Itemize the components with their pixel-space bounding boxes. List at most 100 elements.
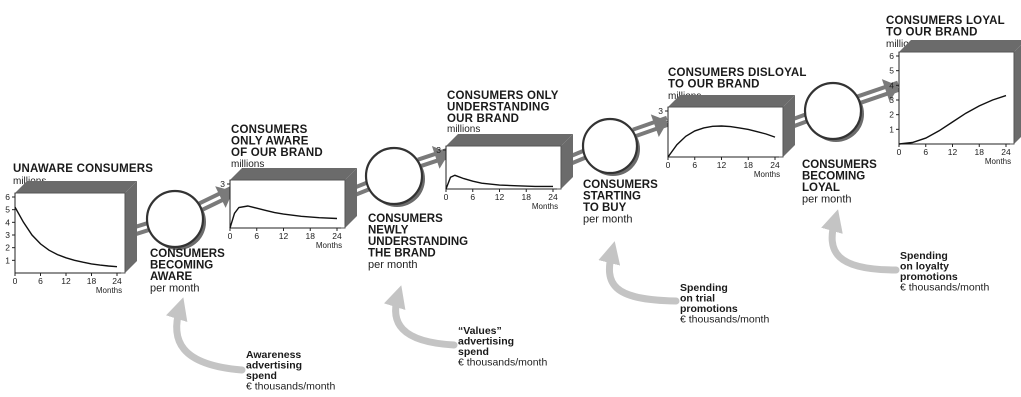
pipe-in-3 (417, 146, 451, 169)
spend-label-line: promotions (900, 271, 958, 283)
x-tick-label: 0 (228, 231, 233, 241)
stock-curve (667, 125, 776, 158)
y-tick-label: 5 (5, 205, 10, 215)
stock-title-line: UNAWARE CONSUMERS (13, 163, 153, 175)
x-tick-label: 12 (279, 231, 289, 241)
stock-title-line: UNDERSTANDING (447, 102, 550, 114)
x-tick-label: 0 (666, 160, 671, 170)
stock-box-side (561, 134, 573, 189)
stock-title-line: CONSUMERS LOYAL (886, 15, 1005, 27)
y-tick-label: 1 (889, 124, 894, 134)
spend-arrow-icon (821, 209, 900, 274)
x-tick-label: 18 (522, 192, 532, 202)
y-tick-label: 2 (5, 243, 10, 253)
flow-valve-1 (145, 189, 206, 250)
stock-box-face (898, 51, 1015, 145)
flow-label-line: STARTING (583, 191, 641, 203)
spend-label-line: advertising (246, 360, 302, 372)
x-tick-label: 12 (495, 192, 505, 202)
spend-label-line: Spending (900, 250, 948, 262)
x-tick-label: 0 (897, 147, 902, 157)
stock-box-top (15, 181, 137, 193)
y-tick-label: 4 (889, 80, 894, 90)
flow-label-line: LOYAL (802, 182, 840, 194)
x-tick-label: 6 (692, 160, 697, 170)
flow-label-line: CONSUMERS (583, 179, 658, 191)
stock-box-top (668, 95, 795, 107)
x-tick-label: 6 (470, 192, 475, 202)
x-tick-label: 24 (112, 276, 122, 286)
valve-icon (803, 81, 863, 141)
x-tick-label: 0 (13, 276, 18, 286)
spend-arrow-icon (598, 241, 680, 305)
y-tick-label: 6 (5, 192, 10, 202)
stock-unit: millions (886, 39, 919, 50)
stock-title-line: TO OUR BRAND (668, 79, 760, 91)
stock-box-face (445, 145, 562, 190)
y-tick-label: 3 (436, 145, 441, 155)
y-tick-label: 1 (5, 255, 10, 265)
spend-label-line: spend (246, 370, 277, 382)
valve-icon (145, 189, 205, 249)
x-tick-label: 18 (306, 231, 316, 241)
spend-label-line: spend (458, 346, 489, 358)
pipe-in-4 (632, 114, 670, 139)
x-tick-label: 18 (744, 160, 754, 170)
x-tick-label: 24 (770, 160, 780, 170)
spend-label-line: Awareness (246, 349, 301, 361)
stock-box-side (783, 95, 795, 157)
stock-box-side (125, 181, 137, 273)
x-tick-label: 12 (717, 160, 727, 170)
x-tick-label: 0 (444, 192, 449, 202)
stock-box-face (229, 179, 346, 229)
stock-title-line: CONSUMERS (231, 124, 308, 136)
flow-label-line: CONSUMERS (150, 248, 225, 260)
x-tick-label: 24 (332, 231, 342, 241)
flow-arrowhead-icon (881, 79, 899, 102)
stock-unit: millions (447, 124, 480, 135)
flow-label-line: AWARE (150, 271, 193, 283)
stock-box-side (1014, 45, 1021, 144)
flow-arrowhead-icon (431, 146, 449, 169)
valve-icon (581, 117, 639, 175)
x-tick-label: 6 (38, 276, 43, 286)
stock-title-line: OUR BRAND (447, 113, 519, 125)
stock-title-line: OF OUR BRAND (231, 147, 323, 159)
spend-arrow-icon (165, 297, 246, 374)
flow-label-line: BECOMING (802, 171, 865, 183)
stock-curve (229, 205, 338, 229)
spend-label-line: on loyalty (900, 261, 949, 273)
flow-unit: per month (150, 283, 200, 295)
stock-box-side (345, 168, 357, 228)
y-tick-label: 3 (5, 230, 10, 240)
x-axis-label: Months (316, 241, 342, 250)
stock-curve (14, 206, 118, 268)
x-tick-label: 24 (548, 192, 558, 202)
pipe-in-5 (856, 79, 901, 106)
flow-label-line: THE BRAND (368, 248, 436, 260)
spend-unit: € thousands/month (458, 357, 547, 369)
y-tick-label: 5 (889, 66, 894, 76)
flow-valve-4 (803, 81, 864, 142)
x-axis-label: Months (985, 157, 1011, 166)
flow-label-line: TO BUY (583, 202, 627, 214)
flow-unit: per month (583, 214, 633, 226)
y-tick-label: 6 (889, 51, 894, 61)
y-tick-label: 4 (5, 217, 10, 227)
flow-label-line: UNDERSTANDING (368, 236, 468, 248)
stock-box-top (899, 40, 1021, 52)
x-axis-label: Months (532, 202, 558, 211)
spend-label-line: advertising (458, 336, 514, 348)
x-tick-label: 18 (975, 147, 985, 157)
stock-box-face (667, 106, 784, 158)
x-tick-label: 6 (254, 231, 259, 241)
pipe-in-2 (197, 186, 236, 212)
